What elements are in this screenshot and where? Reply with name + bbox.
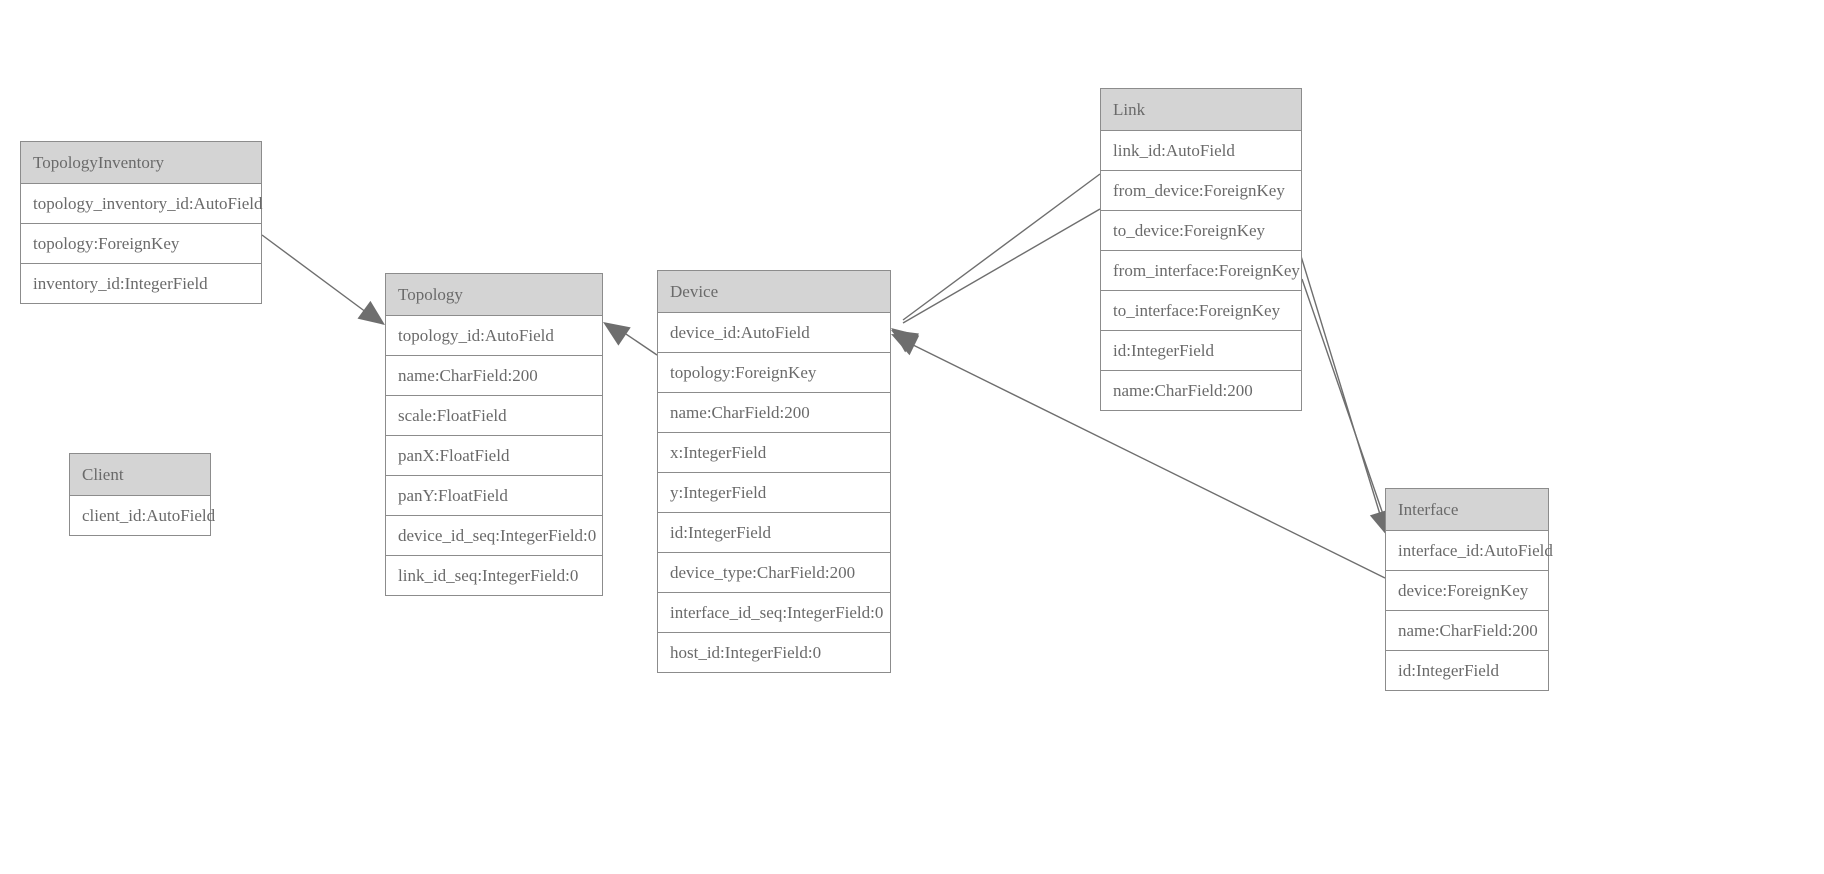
entity-field[interactable]: to_device:ForeignKey (1101, 210, 1301, 250)
entity-field[interactable]: panY:FloatField (386, 475, 602, 515)
entity-field[interactable]: name:CharField:200 (1386, 610, 1548, 650)
relationship-line (902, 173, 1101, 321)
relationship-link-to-interface[interactable] (1296, 242, 1399, 540)
entity-field[interactable]: from_device:ForeignKey (1101, 170, 1301, 210)
entity-field[interactable]: topology_id:AutoField (386, 316, 602, 355)
entity-field[interactable]: interface_id:AutoField (1386, 531, 1553, 570)
entity-field[interactable]: interface_id_seq:IntegerField:0 (658, 592, 890, 632)
entity-field[interactable]: name:CharField:200 (386, 355, 602, 395)
entity-field[interactable]: y:IntegerField (658, 472, 890, 512)
entity-title-device: Device (658, 271, 890, 313)
relationship-device-to-topology[interactable] (597, 313, 658, 356)
entity-field[interactable]: id:IntegerField (1386, 650, 1548, 690)
entity-field[interactable]: link_id:AutoField (1101, 131, 1301, 170)
entity-field[interactable]: scale:FloatField (386, 395, 602, 435)
entity-title-topology_inventory: TopologyInventory (21, 142, 261, 184)
relationship-line (616, 327, 658, 356)
entity-field[interactable]: name:CharField:200 (658, 392, 890, 432)
relationship-link-to-device[interactable] (884, 173, 1101, 353)
entity-field[interactable]: x:IntegerField (658, 432, 890, 472)
relationship-line (902, 208, 1101, 324)
relationship-arrowhead (891, 334, 920, 356)
entity-field[interactable]: host_id:IntegerField:0 (658, 632, 890, 672)
relationship-line (1301, 278, 1387, 524)
entity-field[interactable]: topology_inventory_id:AutoField (21, 184, 263, 223)
entity-field[interactable]: id:IntegerField (658, 512, 890, 552)
entity-title-interface: Interface (1386, 489, 1548, 531)
entity-field[interactable]: device:ForeignKey (1386, 570, 1548, 610)
relationship-link-to-device[interactable] (886, 208, 1101, 353)
entity-field[interactable]: topology:ForeignKey (21, 223, 261, 263)
entity-field[interactable]: client_id:AutoField (70, 496, 215, 535)
entity-title-client: Client (70, 454, 210, 496)
entity-field[interactable]: device_type:CharField:200 (658, 552, 890, 592)
relationship-topology_inventory-to-topology[interactable] (261, 234, 391, 334)
entity-title-link: Link (1101, 89, 1301, 131)
entity-field[interactable]: from_interface:ForeignKey (1101, 250, 1301, 290)
entity-field[interactable]: name:CharField:200 (1101, 370, 1301, 410)
relationship-line (1296, 242, 1383, 522)
entity-field[interactable]: to_interface:ForeignKey (1101, 290, 1301, 330)
entity-field[interactable]: device_id_seq:IntegerField:0 (386, 515, 602, 555)
entity-field[interactable]: id:IntegerField (1101, 330, 1301, 370)
entity-field[interactable]: topology:ForeignKey (658, 352, 890, 392)
entity-title-topology: Topology (386, 274, 602, 316)
entity-field[interactable]: panX:FloatField (386, 435, 602, 475)
entity-field[interactable]: link_id_seq:IntegerField:0 (386, 555, 602, 595)
relationship-line (261, 234, 379, 322)
entity-field[interactable]: device_id:AutoField (658, 313, 890, 352)
entity-field-list-client: client_id:AutoField (70, 496, 215, 535)
entity-field[interactable]: inventory_id:IntegerField (21, 263, 261, 303)
